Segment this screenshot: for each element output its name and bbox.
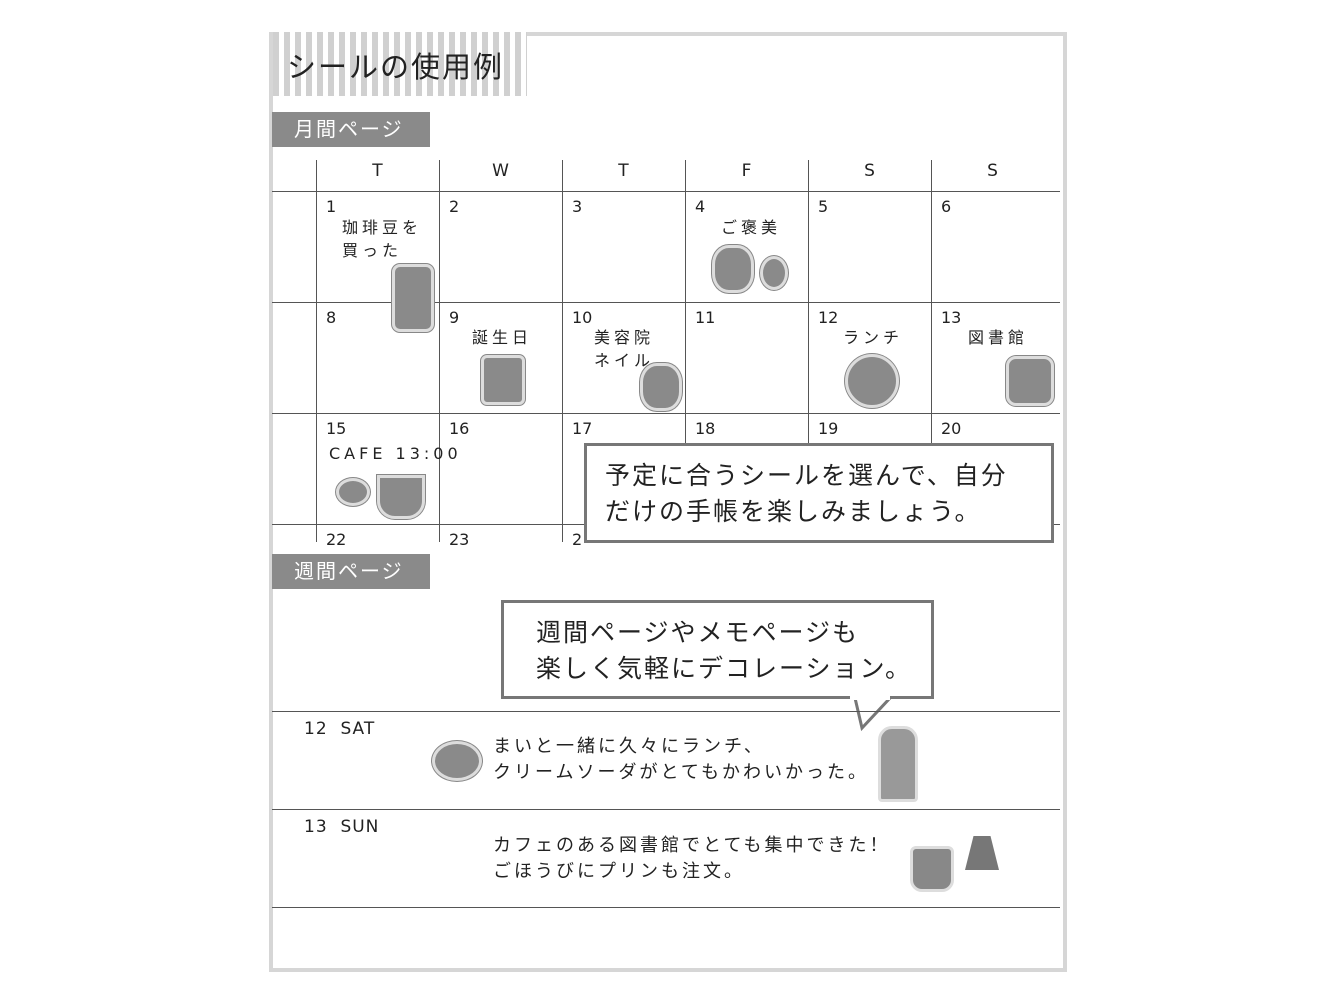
calendar-note: 珈琲豆を 買った: [342, 218, 423, 260]
coffee-cup-sticker-icon: [377, 475, 425, 519]
calendar-day[interactable]: 5: [818, 197, 829, 216]
coffee-beans-sticker-icon: [336, 478, 370, 506]
calendar-day[interactable]: 17: [572, 419, 593, 438]
callout-tail: [853, 696, 892, 732]
divider: [272, 907, 1060, 908]
calendar-day[interactable]: 13: [941, 308, 962, 327]
weekday-header: S: [864, 161, 875, 181]
grid-line: [685, 160, 686, 542]
calendar-note: ランチ: [843, 328, 904, 347]
monthly-section-label: 月間ページ: [272, 112, 430, 147]
bean-plate-sticker-icon: [432, 741, 482, 781]
calendar-day[interactable]: 22: [326, 530, 347, 549]
calendar-day[interactable]: 20: [941, 419, 962, 438]
cupcake-sticker-icon: [712, 245, 754, 293]
calendar-note: ご褒美: [721, 218, 782, 237]
calendar-note: 図書館: [968, 328, 1029, 347]
weekday-header: T: [618, 161, 629, 181]
calendar-day[interactable]: 19: [818, 419, 839, 438]
calendar-day[interactable]: 1: [326, 197, 337, 216]
calendar-day[interactable]: 8: [326, 308, 337, 327]
monthly-callout: 予定に合うシールを選んで、自分 だけの手帳を楽しみましょう。: [584, 443, 1054, 543]
calendar-day[interactable]: 4: [695, 197, 706, 216]
cream-soda-sticker-icon: [878, 726, 918, 802]
grid-line: [808, 160, 809, 542]
calendar-day[interactable]: 6: [941, 197, 952, 216]
weekday-header: S: [987, 161, 998, 181]
calendar-day[interactable]: 12: [818, 308, 839, 327]
waffle-sticker-icon: [845, 354, 899, 408]
calendar-day[interactable]: 10: [572, 308, 593, 327]
grid-line: [272, 302, 1060, 303]
page-title: シールの使用例: [287, 50, 505, 84]
grid-line: [931, 160, 932, 542]
grid-line: [439, 160, 440, 542]
weekly-day-label: 13 SUN: [304, 817, 380, 837]
divider: [272, 711, 1060, 712]
grid-line: [316, 160, 317, 542]
weekly-diary-text: カフェのある図書館でとても集中できた！ ごほうびにプリンも注文。: [493, 835, 891, 882]
weekly-day-label: 12 SAT: [304, 719, 376, 739]
calendar-day[interactable]: 2: [449, 197, 460, 216]
calendar-day[interactable]: 2: [572, 530, 583, 549]
page-frame: [269, 32, 1067, 972]
title-stripe-band: [273, 32, 527, 96]
calendar-note: CAFE 13:00: [329, 444, 462, 463]
calendar-note: 誕生日: [472, 328, 533, 347]
grid-line: [562, 160, 563, 542]
weekday-header: T: [372, 161, 383, 181]
weekly-section-label: 週間ページ: [272, 554, 430, 589]
calendar-day[interactable]: 23: [449, 530, 470, 549]
grid-line: [272, 413, 1060, 414]
strawberry-cake-sticker-icon: [481, 355, 525, 405]
calendar-day[interactable]: 3: [572, 197, 583, 216]
calendar-day[interactable]: 16: [449, 419, 470, 438]
madeleine-sticker-icon: [760, 256, 788, 290]
calendar-day[interactable]: 11: [695, 308, 716, 327]
mug-sticker-icon: [1006, 356, 1054, 406]
calendar-day[interactable]: 15: [326, 419, 347, 438]
calendar-day[interactable]: 18: [695, 419, 716, 438]
latte-mug-sticker-icon: [910, 846, 954, 892]
weekly-callout: 週間ページやメモページも 楽しく気軽にデコレーション。: [501, 600, 934, 699]
weekday-header: F: [741, 161, 752, 181]
weekday-header: W: [492, 161, 509, 181]
calendar-day[interactable]: 9: [449, 308, 460, 327]
weekly-diary-text: まいと一緒に久々にランチ、 クリームソーダがとてもかわいかった。: [493, 736, 870, 783]
tail-join: [850, 694, 890, 700]
grid-line: [272, 191, 1060, 192]
calendar-note: 美容院 ネイル: [594, 328, 655, 370]
divider: [272, 809, 1060, 810]
mont-blanc-sticker-icon: [640, 363, 682, 411]
coffee-dripper-sticker-icon: [392, 264, 434, 332]
